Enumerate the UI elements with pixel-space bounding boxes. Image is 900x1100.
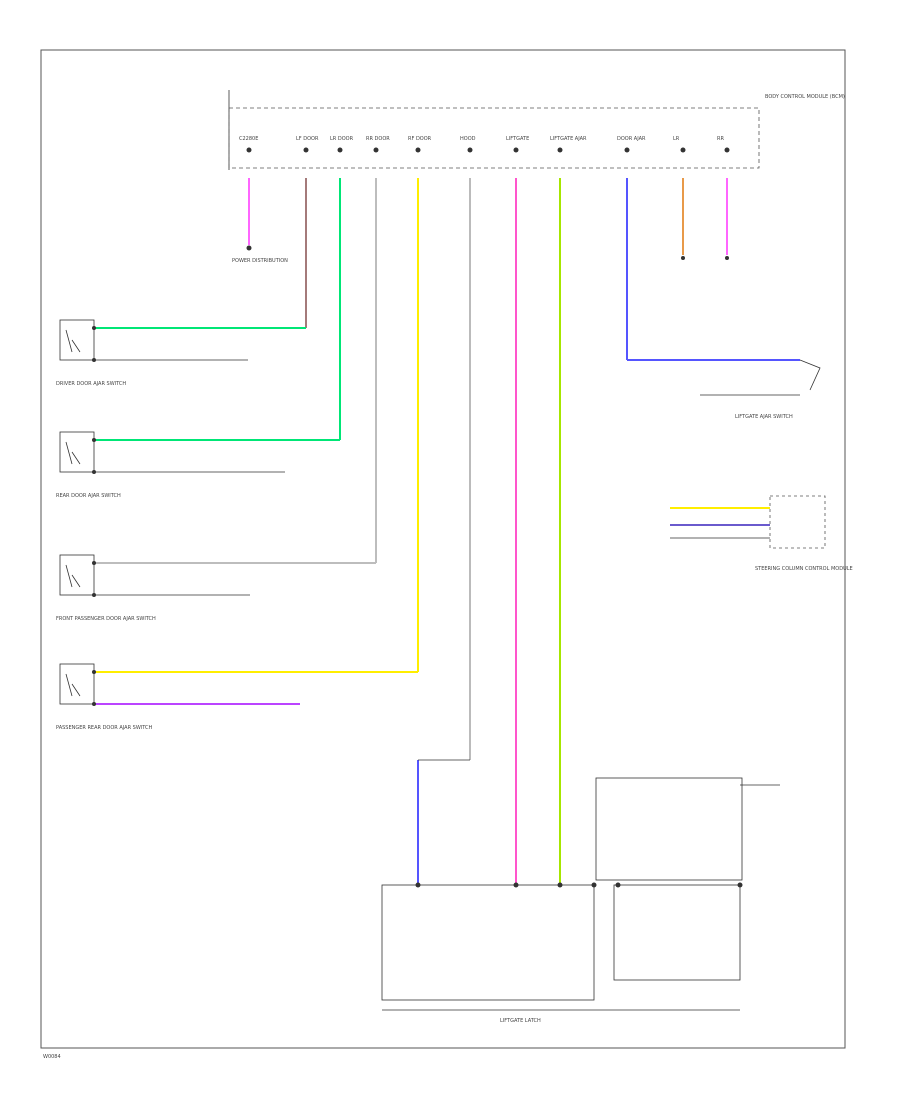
bcm-pin-label: RR	[717, 136, 724, 142]
bottom-component-label: LIFTGATE LATCH	[500, 1018, 541, 1024]
bcm-pin-label: C2280E	[239, 136, 258, 142]
bcm-pin	[467, 147, 473, 153]
bcm-pin-labels: C2280E LF DOOR LR DOOR RR DOOR RF DOOR HOOD LI…	[239, 136, 730, 153]
bcm-pin	[557, 147, 563, 153]
bcm-pin	[680, 147, 686, 153]
bcm-pin	[246, 147, 252, 153]
bcm-pin	[513, 147, 519, 153]
bcm-label: BODY CONTROL MODULE (BCM)	[765, 94, 845, 100]
bcm-pin-label: LIFTGATE	[506, 136, 529, 142]
bcm-pin-label: RF DOOR	[408, 136, 432, 142]
diagram-frame	[40, 49, 846, 1049]
bcm-pin-label: LF DOOR	[296, 136, 319, 142]
bcm-pin-label: DOOR AJAR	[617, 136, 646, 142]
steering-column-control-module: STEERING COLUMN CONTROL MODULE	[670, 495, 853, 572]
bcm-wires	[246, 178, 800, 885]
switch-3-label: FRONT PASSENGER DOOR AJAR SWITCH	[56, 616, 156, 622]
footer-code: W0084	[43, 1054, 61, 1060]
bcm-pin	[337, 147, 343, 153]
switch-rear-door: REAR DOOR AJAR SWITCH	[56, 431, 340, 499]
ground-label: POWER DISTRIBUTION	[232, 258, 288, 264]
bcm-pin-label: LIFTGATE AJAR	[550, 136, 587, 142]
bcm-pin-label: HOOD	[460, 136, 476, 142]
bcm-pin-label: RR DOOR	[366, 136, 390, 142]
switch-front-passenger-door: FRONT PASSENGER DOOR AJAR SWITCH	[56, 554, 376, 622]
bcm-module: BODY CONTROL MODULE (BCM) C2280E LF DOOR L…	[228, 90, 845, 170]
bcm-pin-label: LR DOOR	[330, 136, 354, 142]
switch-4-label: PASSENGER REAR DOOR AJAR SWITCH	[56, 725, 152, 731]
switch-passenger-rear-door: PASSENGER REAR DOOR AJAR SWITCH	[56, 663, 418, 731]
bottom-connectors: LIFTGATE LATCH	[381, 759, 780, 1024]
right-component-2-label: STEERING COLUMN CONTROL MODULE	[755, 566, 853, 572]
switch-driver-door: DRIVER DOOR AJAR SWITCH	[56, 319, 306, 387]
right-component-1-label: LIFTGATE AJAR SWITCH	[735, 414, 793, 420]
bcm-pin-label: LR	[673, 136, 680, 142]
switch-2-label: REAR DOOR AJAR SWITCH	[56, 493, 121, 499]
bcm-pin	[415, 147, 421, 153]
bcm-pin	[373, 147, 379, 153]
liftgate-ajar-switch: LIFTGATE AJAR SWITCH	[700, 359, 821, 420]
bcm-pin	[303, 147, 309, 153]
bcm-pin	[724, 147, 730, 153]
bcm-pin	[624, 147, 630, 153]
switch-1-label: DRIVER DOOR AJAR SWITCH	[56, 381, 126, 387]
